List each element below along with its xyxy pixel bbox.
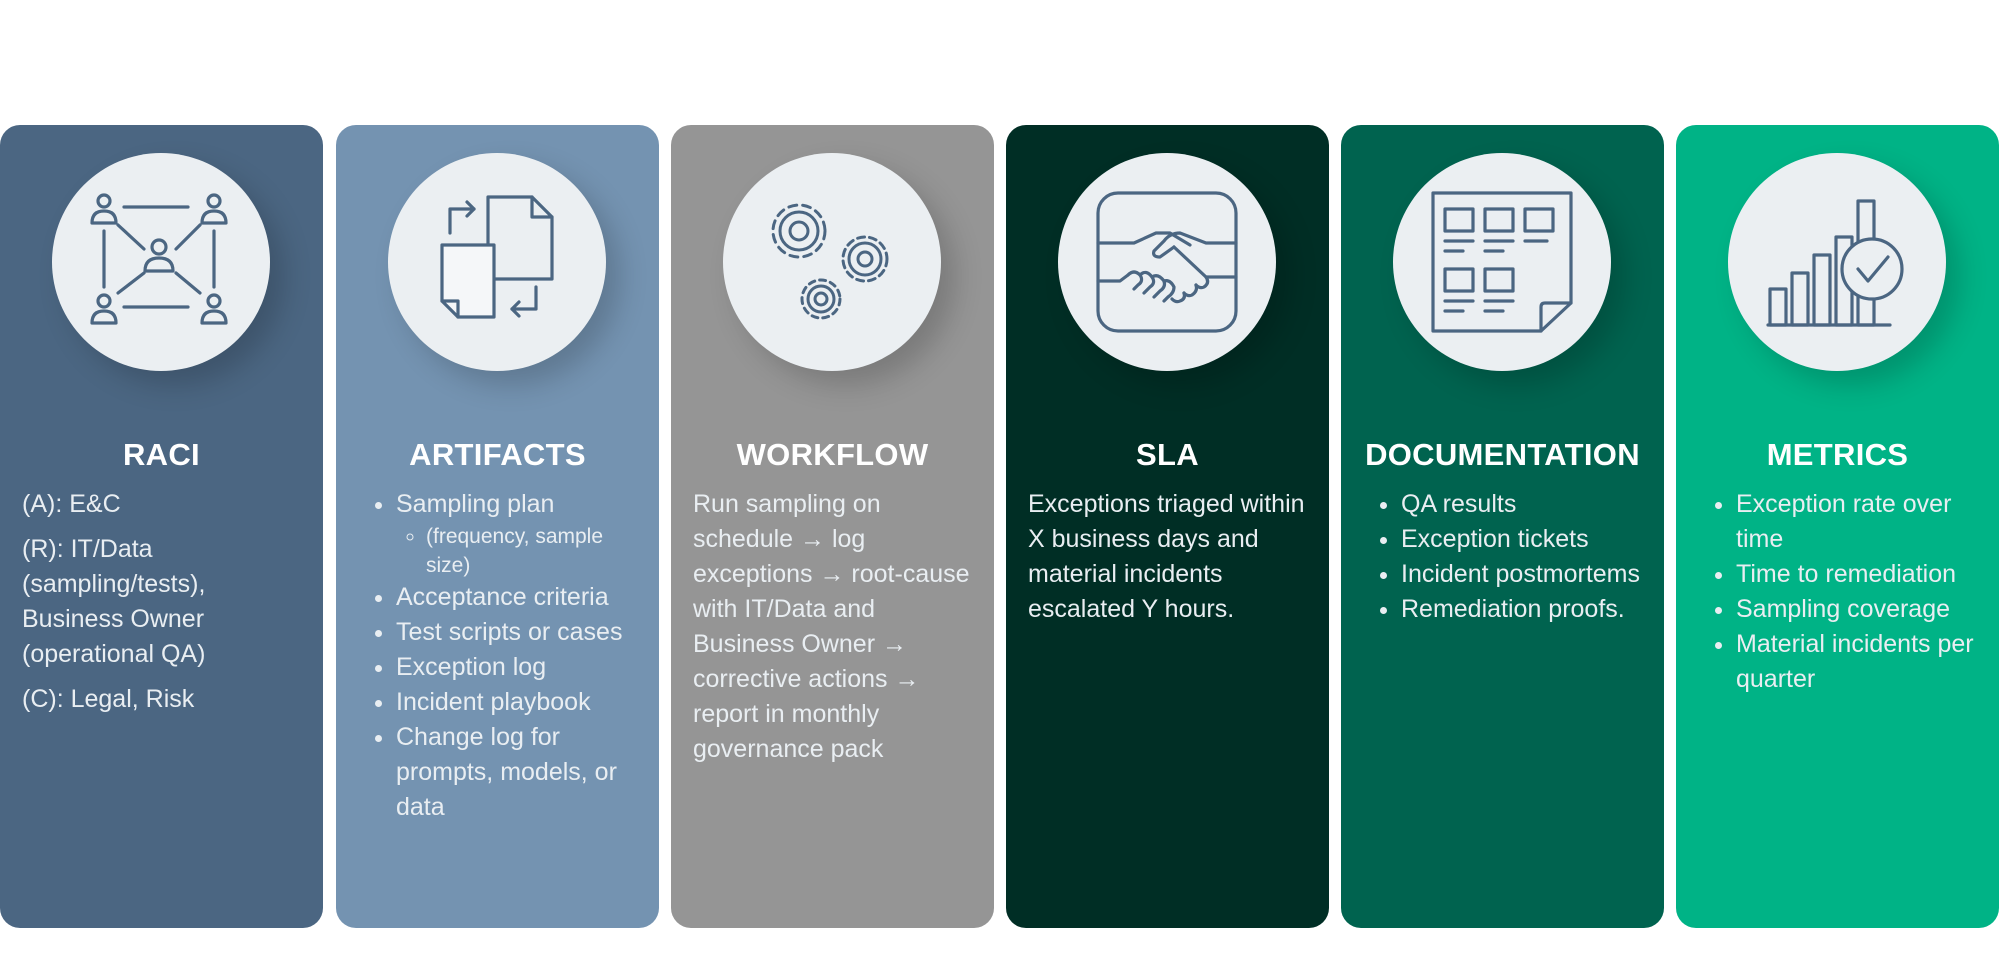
card-raci: RACI (A): E&C (R): IT/Data (sampling/tes… — [0, 125, 323, 928]
list-item: Material incidents per quarter — [1736, 627, 1987, 697]
card-documentation: DOCUMENTATION QA results Exception ticke… — [1341, 125, 1664, 928]
raci-consulted: (C): Legal, Risk — [22, 685, 195, 713]
card-metrics: METRICS Exception rate over time Time to… — [1676, 125, 1999, 928]
list-item: Acceptance criteria — [396, 580, 647, 615]
list-item: QA results — [1401, 487, 1652, 522]
icon-circle — [1058, 153, 1276, 371]
raci-responsible: (R): IT/Data (sampling/tests), Business … — [22, 535, 206, 668]
card-title: WORKFLOW — [736, 437, 929, 472]
icon-circle — [723, 153, 941, 371]
card-title: RACI — [123, 437, 200, 472]
sla-text: Exceptions triaged within X business day… — [1028, 490, 1305, 623]
list-item: Test scripts or cases — [396, 615, 647, 650]
list-subitem: (frequency, sample size) — [426, 522, 647, 580]
workflow-text: Run sampling on schedule → log exception… — [693, 490, 970, 763]
card-body: (A): E&C (R): IT/Data (sampling/tests), … — [22, 487, 311, 727]
list-item: Sampling coverage — [1736, 592, 1987, 627]
icon-circle — [52, 153, 270, 371]
card-body: Sampling plan (frequency, sample size) A… — [358, 487, 647, 825]
card-sla: SLA Exceptions triaged within X business… — [1006, 125, 1329, 928]
card-body: Run sampling on schedule → log exception… — [693, 487, 982, 777]
card-body: QA results Exception tickets Incident po… — [1363, 487, 1652, 627]
documentation-list: QA results Exception tickets Incident po… — [1363, 487, 1652, 627]
card-title: ARTIFACTS — [409, 437, 586, 472]
card-title: SLA — [1136, 437, 1199, 472]
list-item: Remediation proofs. — [1401, 592, 1652, 627]
icon-circle — [388, 153, 606, 371]
card-body: Exception rate over time Time to remedia… — [1698, 487, 1987, 697]
list-item: Exception tickets — [1401, 522, 1652, 557]
icon-circle — [1728, 153, 1946, 371]
card-title: DOCUMENTATION — [1365, 437, 1640, 472]
document-layout-icon — [1431, 191, 1573, 333]
artifacts-list: Sampling plan (frequency, sample size) A… — [358, 487, 647, 825]
list-item: Exception rate over time — [1736, 487, 1987, 557]
list-item: Incident playbook — [396, 685, 647, 720]
card-body: Exceptions triaged within X business day… — [1028, 487, 1317, 637]
gears-icon — [771, 203, 889, 320]
card-artifacts: ARTIFACTS Sampling plan (frequency, samp… — [336, 125, 659, 928]
list-item: Change log for prompts, models, or data — [396, 720, 647, 825]
documents-exchange-icon — [440, 195, 554, 319]
bar-chart-check-icon — [1766, 199, 1904, 327]
list-item: Sampling plan — [396, 487, 647, 522]
list-item: Incident postmortems — [1401, 557, 1652, 592]
handshake-icon — [1096, 191, 1238, 333]
list-item: Exception log — [396, 650, 647, 685]
network-people-icon — [90, 193, 228, 325]
icon-circle — [1393, 153, 1611, 371]
raci-accountable: (A): E&C — [22, 490, 121, 518]
card-title: METRICS — [1766, 437, 1909, 472]
metrics-list: Exception rate over time Time to remedia… — [1698, 487, 1987, 697]
list-item: Time to remediation — [1736, 557, 1987, 592]
card-workflow: WORKFLOW Run sampling on schedule → log … — [671, 125, 994, 928]
